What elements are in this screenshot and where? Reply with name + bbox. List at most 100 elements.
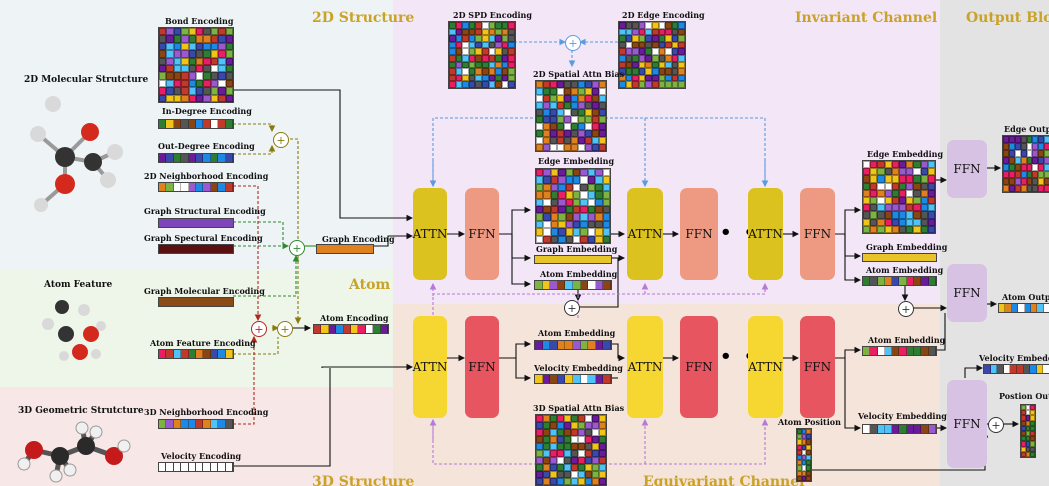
strip-cell bbox=[1023, 365, 1031, 373]
matrix-cell bbox=[884, 182, 892, 190]
matrix-cell bbox=[1020, 178, 1027, 185]
matrix-cell bbox=[557, 130, 564, 137]
graph-molecular-strip bbox=[158, 297, 234, 307]
strip-cell bbox=[218, 183, 226, 191]
matrix-cell bbox=[651, 41, 659, 49]
matrix-cell bbox=[196, 42, 204, 51]
strip-cell bbox=[870, 347, 878, 355]
matrix-cell bbox=[870, 189, 878, 197]
strip-cell bbox=[580, 375, 589, 383]
strip-cell bbox=[166, 420, 174, 428]
matrix-cell bbox=[619, 54, 626, 62]
matrix-cell bbox=[625, 22, 633, 29]
matrix-cell bbox=[1014, 150, 1021, 157]
matrix-cell bbox=[806, 470, 811, 476]
matrix-cell bbox=[1003, 178, 1009, 185]
atom-position-label: Atom Position bbox=[778, 417, 841, 427]
strip-cell bbox=[595, 341, 604, 349]
matrix-cell bbox=[1020, 164, 1027, 171]
matrix-cell bbox=[797, 460, 802, 466]
matrix-cell bbox=[678, 61, 685, 69]
matrix-cell bbox=[550, 169, 559, 177]
matrix-cell bbox=[595, 228, 603, 236]
matrix-cell bbox=[557, 95, 564, 102]
matrix-cell bbox=[580, 183, 588, 192]
matrix-cell bbox=[571, 144, 578, 151]
matrix-cell bbox=[573, 213, 581, 221]
graph-structural-strip bbox=[158, 218, 234, 228]
matrix-cell bbox=[906, 189, 914, 197]
matrix-cell bbox=[1014, 164, 1021, 171]
matrix-cell bbox=[801, 444, 807, 450]
matrix-cell bbox=[578, 144, 585, 151]
matrix-cell bbox=[550, 429, 557, 436]
matrix-cell bbox=[543, 206, 551, 214]
matrix-cell bbox=[495, 35, 502, 42]
atom-position-matrix bbox=[796, 428, 812, 482]
strip-cell bbox=[580, 281, 589, 289]
strip-cell bbox=[914, 347, 922, 355]
graph-spectral-strip bbox=[158, 244, 234, 254]
matrix-cell bbox=[592, 429, 599, 436]
matrix-cell bbox=[870, 168, 878, 176]
equivariant-attn-2: ATTN bbox=[627, 316, 663, 418]
strip-cell bbox=[218, 350, 226, 358]
strip-cell bbox=[572, 281, 581, 289]
matrix-cell bbox=[891, 161, 899, 169]
matrix-cell bbox=[920, 196, 928, 205]
matrix-cell bbox=[501, 81, 509, 88]
matrix-cell bbox=[1025, 410, 1031, 416]
matrix-cell bbox=[536, 176, 544, 184]
matrix-cell bbox=[638, 74, 646, 82]
matrix-cell bbox=[920, 161, 928, 169]
matrix-cell bbox=[651, 61, 659, 69]
strip-cell bbox=[884, 347, 893, 355]
strip-cell bbox=[181, 420, 189, 428]
output-ffn-position: FFN bbox=[947, 380, 987, 468]
strip-cell bbox=[159, 420, 167, 428]
matrix-cell bbox=[536, 109, 543, 116]
strip-cell bbox=[999, 304, 1006, 312]
matrix-cell bbox=[558, 213, 566, 221]
matrix-cell bbox=[558, 235, 566, 243]
matrix-cell bbox=[536, 464, 543, 471]
matrix-cell bbox=[1044, 178, 1049, 185]
matrix-cell bbox=[181, 94, 189, 102]
matrix-cell bbox=[599, 109, 606, 116]
output-ffn-edge: FFN bbox=[947, 140, 987, 198]
matrix-cell bbox=[806, 475, 811, 481]
matrix-cell bbox=[543, 109, 550, 116]
matrix-cell bbox=[891, 225, 899, 233]
matrix-cell bbox=[1003, 171, 1009, 178]
matrix-cell bbox=[188, 42, 196, 51]
matrix-cell bbox=[225, 57, 233, 65]
matrix-cell bbox=[1026, 157, 1033, 164]
matrix-cell bbox=[898, 161, 907, 169]
matrix-cell bbox=[625, 74, 633, 82]
matrix-cell bbox=[565, 169, 573, 177]
matrix-cell bbox=[1021, 415, 1026, 421]
matrix-cell bbox=[797, 434, 802, 440]
neighborhood-3d-label: 3D Neighborhood Encoding bbox=[144, 407, 269, 417]
matrix-cell bbox=[651, 35, 659, 42]
matrix-cell bbox=[927, 175, 935, 183]
matrix-cell bbox=[1030, 415, 1035, 421]
strip-cell bbox=[928, 425, 936, 433]
matrix-cell bbox=[877, 175, 885, 183]
matrix-cell bbox=[181, 79, 189, 88]
matrix-cell bbox=[884, 161, 892, 169]
matrix-cell bbox=[564, 81, 571, 88]
matrix-cell bbox=[884, 218, 892, 226]
matrix-cell bbox=[587, 176, 596, 184]
matrix-cell bbox=[159, 87, 167, 95]
matrix-cell bbox=[468, 35, 476, 42]
matrix-cell bbox=[550, 213, 559, 221]
matrix-cell bbox=[1014, 143, 1021, 150]
matrix-cell bbox=[210, 35, 219, 43]
matrix-cell bbox=[645, 48, 652, 55]
strip-cell bbox=[542, 281, 551, 289]
matrix-cell bbox=[1026, 171, 1033, 178]
matrix-cell bbox=[225, 35, 233, 43]
matrix-cell bbox=[1026, 136, 1033, 143]
